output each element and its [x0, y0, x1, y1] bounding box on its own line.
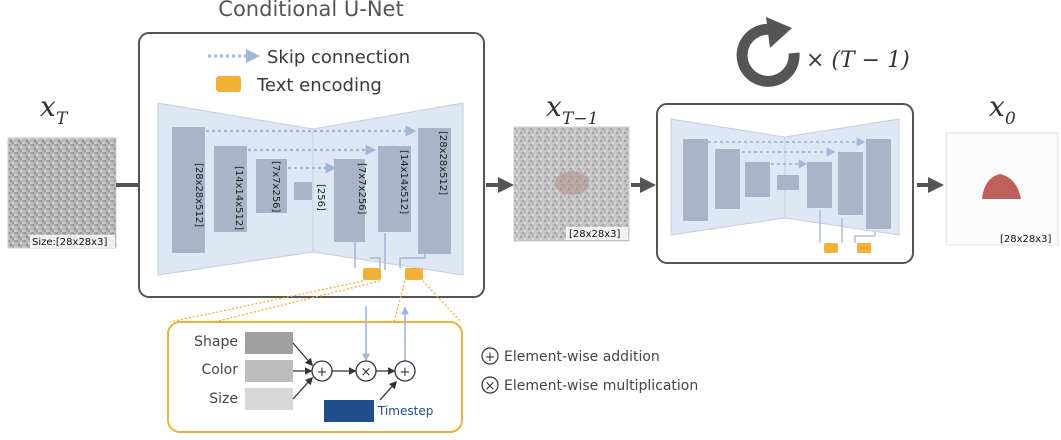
loop-icon	[736, 17, 800, 87]
small-decoder-layer-3	[866, 139, 891, 229]
svg-text:+: +	[400, 365, 411, 380]
small-encoder-layer-3	[745, 162, 770, 197]
multiplication-legend-label: Element-wise multiplication	[504, 378, 698, 394]
svg-text:0: 0	[1005, 109, 1016, 129]
skip-connection-legend-label: Skip connection	[267, 47, 410, 68]
decoder-layer-1	[334, 159, 365, 242]
addition-operator-2: +	[394, 360, 416, 382]
addition-operator-1: +	[311, 360, 333, 382]
decoder-layer-3	[418, 128, 451, 254]
svg-text:x: x	[40, 90, 56, 123]
injection-line-4	[370, 257, 381, 268]
emerging-shape	[555, 171, 589, 195]
small-decoder-layer-1	[807, 162, 832, 208]
zoom-line-3	[393, 280, 406, 323]
label-x-T-minus-1: x T−1	[546, 90, 598, 129]
shape-label: Shape	[194, 334, 238, 350]
timestep-embedding	[324, 400, 374, 422]
svg-text:x: x	[546, 90, 562, 123]
text-encoding-block-1	[363, 268, 381, 280]
timestep-label: Timestep	[377, 404, 433, 418]
small-text-encoding-1	[824, 243, 838, 253]
svg-text:+: +	[317, 365, 328, 380]
encoder-layer-3-label: [7x7x256]	[270, 161, 281, 213]
multiplication-operator: ×	[355, 360, 377, 382]
skip-connection-legend-arrow	[246, 49, 260, 63]
generated-shape	[982, 174, 1021, 199]
decoder-layer-2	[378, 146, 411, 232]
zoom-line-1	[169, 280, 364, 323]
small-bottleneck	[777, 175, 799, 190]
decoder-layer-3-label: [28x28x512]	[437, 131, 448, 195]
small-encoder-layer-2	[715, 149, 740, 209]
small-decoder-layer-2	[838, 152, 863, 215]
bottleneck-label: [256]	[315, 184, 326, 211]
injection-line-3	[399, 254, 426, 268]
color-label: Color	[201, 362, 238, 378]
encoder-layer-3	[256, 159, 287, 213]
label-x-T: x T	[40, 90, 69, 129]
decoder-layer-2-label: [14x14x512]	[398, 150, 409, 214]
text-encoding-legend-swatch	[216, 76, 241, 92]
size-label: Size	[209, 391, 238, 407]
bottleneck-layer	[294, 182, 312, 200]
label-x-0: x 0	[989, 90, 1016, 129]
zoom-line-4	[422, 280, 462, 323]
svg-text:T−1: T−1	[562, 109, 598, 129]
noisy-input-image	[7, 137, 117, 249]
diagram-title: Conditional U-Net	[218, 0, 403, 21]
encoder-layer-1-label: [28x28x512]	[193, 163, 204, 227]
middle-size-label: [28x28x3]	[569, 229, 621, 240]
output-size-label: [28x28x3]	[1000, 234, 1052, 245]
loop-count-label: × (T − 1)	[806, 48, 910, 73]
shape-to-add-arrow	[292, 342, 314, 367]
encoder-layer-2	[214, 146, 247, 232]
decoder-layer-1-label: [7x7x256]	[356, 163, 367, 215]
timestep-to-add-arrow	[379, 380, 398, 401]
small-encoder-layer-1	[683, 139, 708, 221]
color-embedding	[245, 360, 293, 382]
addition-legend-label: Element-wise addition	[504, 349, 660, 365]
svg-text:×: ×	[361, 365, 372, 380]
addition-legend-icon: +	[481, 347, 499, 365]
svg-text:+: +	[485, 350, 496, 365]
small-injection-3	[854, 232, 876, 243]
svg-text:x: x	[989, 90, 1005, 123]
size-embedding	[245, 388, 293, 410]
size-to-add-arrow	[292, 376, 314, 400]
text-encoding-block-2	[405, 268, 423, 280]
encoder-layer-1	[172, 127, 205, 253]
small-text-encoding-2	[857, 243, 871, 253]
svg-text:×: ×	[485, 379, 496, 394]
multiplication-legend-icon: ×	[481, 376, 499, 394]
svg-text:T: T	[56, 109, 69, 129]
input-size-label: Size:[28x28x3]	[32, 237, 107, 248]
shape-embedding	[245, 332, 293, 354]
encoder-layer-2-label: [14x14x512]	[233, 166, 244, 230]
text-encoding-legend-label: Text encoding	[256, 75, 382, 96]
zoom-line-2	[213, 280, 381, 323]
